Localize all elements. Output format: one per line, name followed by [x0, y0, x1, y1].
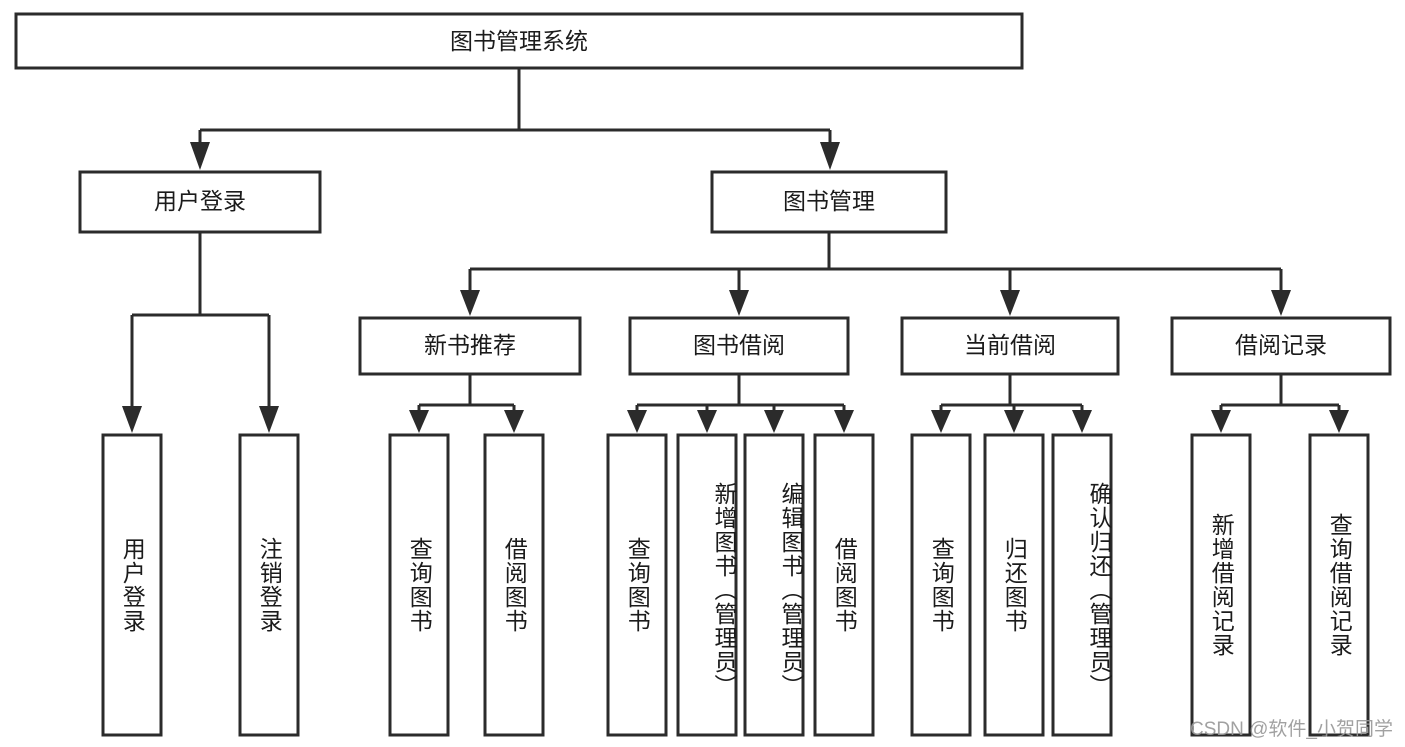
arrow-leaf-rec-borrow-book: [504, 410, 524, 433]
node-book-manage-box[interactable]: [710, 170, 948, 234]
leaf-bb-borrow-book-box[interactable]: [813, 433, 875, 737]
arrow-borrow-record: [1271, 290, 1291, 316]
leaf-user-logout-box[interactable]: [238, 433, 300, 737]
arrow-book-borrow: [729, 290, 749, 316]
leaf-cb-confirm-return-box[interactable]: [1051, 433, 1113, 737]
arrow-leaf-cb-confirm-return: [1072, 410, 1092, 433]
node-user-login-label: 用户登录: [154, 188, 246, 214]
leaf-cb-return-book-box[interactable]: [983, 433, 1045, 737]
arrow-leaf-bb-add-book: [697, 410, 717, 433]
arrow-leaf-bb-query-book: [627, 410, 647, 433]
arrow-leaf-user-logout: [259, 406, 279, 433]
node-box-group: 图书管理系统 用户登录 图书管理 新书推荐 图书借阅 当前借阅 借阅记录: [14, 12, 1392, 376]
arrow-book-manage: [820, 142, 840, 170]
leaf-cb-query-book-box[interactable]: [910, 433, 972, 737]
leaf-br-query-record-box[interactable]: [1308, 433, 1370, 737]
arrow-new-book-rec: [460, 290, 480, 316]
arrow-leaf-cb-query-book: [931, 410, 951, 433]
node-root-box[interactable]: [14, 12, 1024, 70]
leaf-bb-edit-book-box[interactable]: [743, 433, 805, 737]
leaf-bb-query-book-box[interactable]: [606, 433, 668, 737]
leaf-user-login-box[interactable]: [101, 433, 163, 737]
arrow-leaf-br-query-record: [1329, 410, 1349, 433]
node-current-borrow-label: 当前借阅: [964, 332, 1056, 358]
node-user-login-box[interactable]: [78, 170, 322, 234]
arrow-leaf-bb-borrow-book: [834, 410, 854, 433]
arrow-current-borrow: [1000, 290, 1020, 316]
leaf-box-group: [101, 433, 1370, 737]
leaf-bb-add-book-box[interactable]: [676, 433, 738, 737]
arrow-user-login: [190, 142, 210, 170]
arrow-leaf-rec-query-book: [409, 410, 429, 433]
node-new-book-rec-label: 新书推荐: [424, 332, 516, 358]
leaf-rec-borrow-book-box[interactable]: [483, 433, 545, 737]
node-book-manage-label: 图书管理: [783, 188, 875, 214]
connector-group: [122, 68, 1349, 433]
arrow-leaf-br-add-record: [1211, 410, 1231, 433]
node-borrow-record-box[interactable]: [1170, 316, 1392, 376]
arrow-leaf-bb-edit-book: [764, 410, 784, 433]
node-current-borrow-box[interactable]: [900, 316, 1120, 376]
leaf-rec-query-book-box[interactable]: [388, 433, 450, 737]
arrow-leaf-user-login: [122, 406, 142, 433]
csdn-watermark: CSDN @软件_小贺同学: [1190, 719, 1393, 740]
node-borrow-record-label: 借阅记录: [1235, 332, 1327, 358]
leaf-br-add-record-box[interactable]: [1190, 433, 1252, 737]
node-book-borrow-label: 图书借阅: [693, 332, 785, 358]
node-new-book-rec-box[interactable]: [358, 316, 582, 376]
arrow-leaf-cb-return-book: [1004, 410, 1024, 433]
node-book-borrow-box[interactable]: [628, 316, 850, 376]
node-root-label: 图书管理系统: [450, 28, 588, 54]
